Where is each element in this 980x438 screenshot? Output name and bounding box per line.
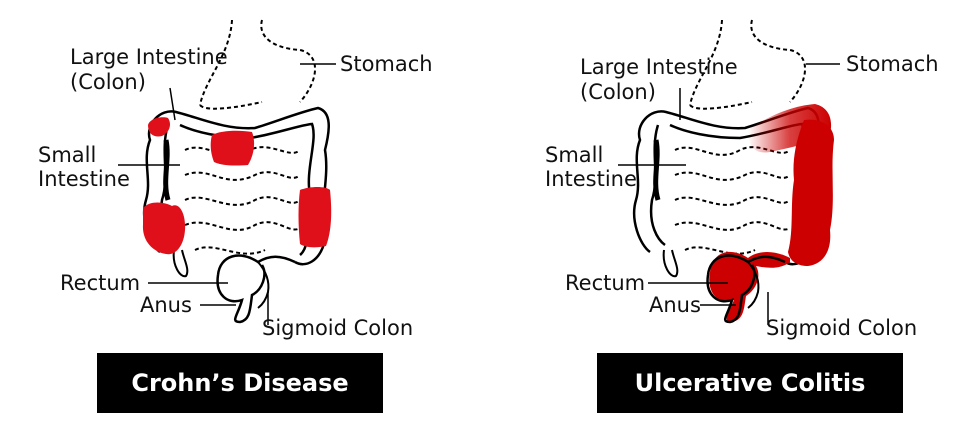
label-large-intestine: Large Intestine [580, 55, 738, 79]
patch-cecum-top [148, 117, 170, 137]
label-colon: (Colon) [580, 80, 656, 104]
panel-title: Ulcerative Colitis [634, 369, 866, 397]
label-intestine: Intestine [38, 167, 130, 191]
panel-title: Crohn’s Disease [131, 369, 349, 397]
label-intestine: Intestine [545, 167, 637, 191]
patch-ascending [142, 202, 186, 255]
label-small: Small [545, 143, 604, 167]
crohns-inflammation-patches [142, 117, 332, 255]
label-stomach: Stomach [340, 52, 433, 76]
uc-descending [788, 119, 834, 266]
label-small: Small [38, 143, 97, 167]
label-sigmoid-colon: Sigmoid Colon [766, 316, 918, 340]
title-banner: Crohn’s Disease [97, 353, 383, 413]
label-stomach: Stomach [846, 52, 939, 76]
uc-leader-lines [618, 63, 840, 325]
crohns-panel: Large Intestine (Colon) Stomach Small In… [38, 19, 433, 413]
uc-intestine-diagram [633, 19, 834, 324]
title-banner: Ulcerative Colitis [597, 353, 903, 413]
patch-transverse [210, 130, 255, 166]
crohns-intestine-diagram [142, 19, 332, 324]
label-rectum: Rectum [60, 271, 141, 295]
label-anus: Anus [140, 293, 192, 317]
uc-panel: Large Intestine (Colon) Stomach Small In… [490, 0, 980, 438]
label-large-intestine: Large Intestine [70, 45, 228, 69]
label-anus: Anus [649, 293, 701, 317]
crohns-leader-lines [118, 63, 336, 325]
patch-descending [298, 187, 332, 248]
colon-outline [143, 106, 330, 266]
label-colon: (Colon) [70, 70, 146, 94]
label-rectum: Rectum [565, 271, 646, 295]
label-sigmoid-colon: Sigmoid Colon [262, 316, 414, 340]
